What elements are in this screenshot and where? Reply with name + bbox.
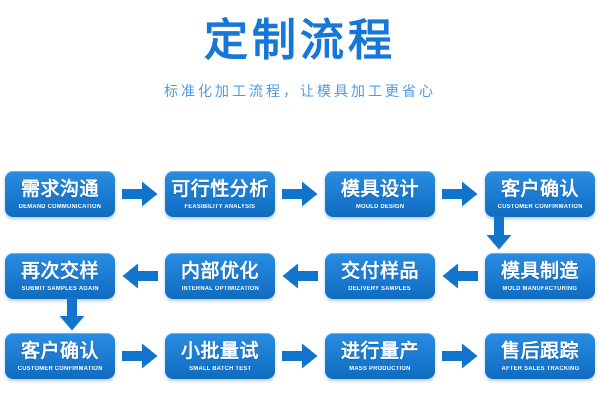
flow-node-label-cn: 可行性分析 (171, 178, 269, 200)
arrow-right-icon (122, 343, 158, 369)
flow-row-1: 需求沟通 DEMAND COMMUNICATION 可行性分析 FEASIBIL… (0, 168, 600, 220)
flow-node-mold-manufacturing[interactable]: 模具制造 MOLD MANUFACTURING (485, 253, 595, 299)
flow-node-demand-communication[interactable]: 需求沟通 DEMAND COMMUNICATION (5, 171, 115, 217)
flow-node-internal-optimization[interactable]: 内部优化 INTERNAL OPTIMIZATION (165, 253, 275, 299)
flow-node-label-cn: 模具制造 (500, 260, 579, 282)
flow-node-feasibility-analysis[interactable]: 可行性分析 FEASIBILITY ANALYSIS (165, 171, 275, 217)
arrow-right-icon (282, 181, 318, 207)
flow-node-label-en: DELIVERY SAMPLES (348, 285, 412, 292)
flow-node-small-batch-test[interactable]: 小批量试 SMALL BATCH TEST (165, 333, 275, 379)
arrow-left-icon (282, 263, 318, 289)
flow-node-after-sales-tracking[interactable]: 售后跟踪 AFTER SALES TRACKING (485, 333, 595, 379)
flow-node-label-en: MOLD MANUFACTURING (502, 285, 578, 292)
arrow-right-icon (282, 343, 318, 369)
flow-node-label-cn: 内部优化 (180, 260, 259, 282)
flow-node-mould-design[interactable]: 模具设计 MOULD DESIGN (325, 171, 435, 217)
arrow-right-icon (122, 181, 158, 207)
flow-node-label-en: MASS PRODUCTION (349, 365, 411, 372)
page-subtitle: 标准化加工流程，让模具加工更省心 (164, 83, 436, 99)
arrow-left-icon (442, 263, 478, 289)
flow-node-label-cn: 小批量试 (180, 340, 259, 362)
flow-node-mass-production[interactable]: 进行量产 MASS PRODUCTION (325, 333, 435, 379)
flow-node-label-cn: 再次交样 (20, 260, 99, 282)
flow-node-label-cn: 需求沟通 (20, 178, 99, 200)
flow-node-submit-samples-again[interactable]: 再次交样 SUBMIT SAMPLES AGAIN (5, 253, 115, 299)
flow-node-label-cn: 进行量产 (340, 340, 419, 362)
flow-node-label-en: DEMAND COMMUNICATION (18, 203, 102, 210)
arrow-down-icon (486, 216, 512, 250)
flow-node-label-en: INTERNAL OPTIMIZATION (181, 285, 259, 292)
flow-node-label-en: FEASIBILITY ANALYSIS (184, 203, 256, 210)
flow-node-delivery-samples[interactable]: 交付样品 DELIVERY SAMPLES (325, 253, 435, 299)
flow-node-customer-confirmation-2[interactable]: 客户确认 CUSTOMER CONFIRMATION (5, 333, 115, 379)
flow-node-label-cn: 客户确认 (500, 178, 579, 200)
flow-node-label-cn: 交付样品 (340, 260, 419, 282)
flow-node-customer-confirmation-1[interactable]: 客户确认 CUSTOMER CONFIRMATION (485, 171, 595, 217)
flow-row-2: 模具制造 MOLD MANUFACTURING 交付样品 DELIVERY SA… (0, 250, 600, 302)
flow-row-3: 客户确认 CUSTOMER CONFIRMATION 小批量试 SMALL BA… (0, 330, 600, 382)
flow-node-label-cn: 售后跟踪 (500, 340, 579, 362)
flow-node-label-en: MOULD DESIGN (355, 203, 405, 210)
page-title: 定制流程 (204, 16, 396, 65)
poster-header: 定制流程 标准化加工流程，让模具加工更省心 (0, 14, 600, 100)
flow-node-label-en: CUSTOMER CONFIRMATION (17, 365, 103, 372)
flow-node-label-en: SMALL BATCH TEST (188, 365, 251, 372)
flow-node-label-en: SUBMIT SAMPLES AGAIN (21, 285, 99, 292)
flow-node-label-en: CUSTOMER CONFIRMATION (497, 203, 583, 210)
arrow-right-icon (442, 343, 478, 369)
flow-node-label-cn: 模具设计 (340, 178, 419, 200)
flow-node-label-cn: 客户确认 (20, 340, 99, 362)
arrow-down-icon (59, 297, 85, 331)
flow-node-label-en: AFTER SALES TRACKING (501, 365, 579, 372)
arrow-left-icon (122, 263, 158, 289)
arrow-right-icon (442, 181, 478, 207)
